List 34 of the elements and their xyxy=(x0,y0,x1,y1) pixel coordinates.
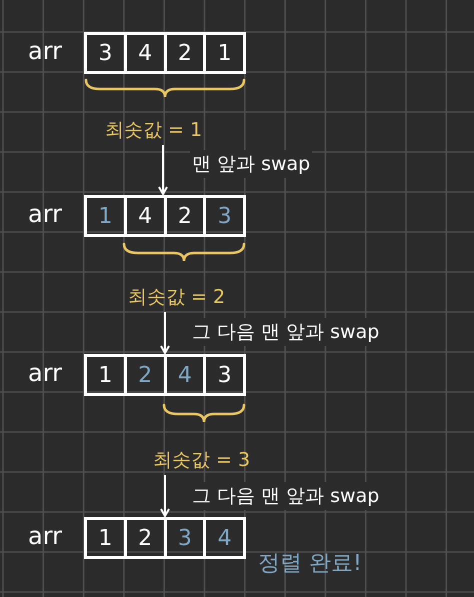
minimum-label: 최솟값 = 1 xyxy=(105,116,202,144)
array-name: arr xyxy=(28,521,62,551)
array-cell: 1 xyxy=(203,35,243,71)
arrow xyxy=(160,312,170,354)
note-text: 정렬 완료! xyxy=(258,550,362,578)
array-name: arr xyxy=(28,199,62,229)
array-name: arr xyxy=(28,358,62,388)
arrow xyxy=(160,475,170,517)
array-cell: 4 xyxy=(124,35,164,71)
array-cell: 1 xyxy=(87,198,124,234)
array-cell: 3 xyxy=(203,198,243,234)
array-cell: 1 xyxy=(87,520,124,556)
array-cell: 4 xyxy=(203,520,243,556)
edge-label: 그 다음 맨 앞과 swap xyxy=(190,318,382,346)
array-cell: 2 xyxy=(124,357,164,393)
array-cell: 1 xyxy=(87,357,124,393)
edge-label: 맨 앞과 swap xyxy=(190,150,312,178)
array-cell: 3 xyxy=(203,357,243,393)
array-box xyxy=(84,195,246,237)
arrow xyxy=(158,145,168,195)
array-box xyxy=(84,354,246,396)
array-cell: 2 xyxy=(164,35,204,71)
minimum-label: 최솟값 = 2 xyxy=(128,283,226,311)
minimum-label: 최솟값 = 3 xyxy=(153,446,250,474)
edge-label: 그 다음 맨 앞과 swap xyxy=(190,482,382,510)
array-cell: 4 xyxy=(164,357,204,393)
array-cell: 2 xyxy=(124,520,164,556)
array-cell: 3 xyxy=(164,520,204,556)
array-box xyxy=(84,517,246,559)
array-cell: 2 xyxy=(164,198,204,234)
array-name: arr xyxy=(28,36,62,66)
array-cell: 4 xyxy=(124,198,164,234)
array-box xyxy=(84,32,246,74)
array-cell: 3 xyxy=(87,35,124,71)
